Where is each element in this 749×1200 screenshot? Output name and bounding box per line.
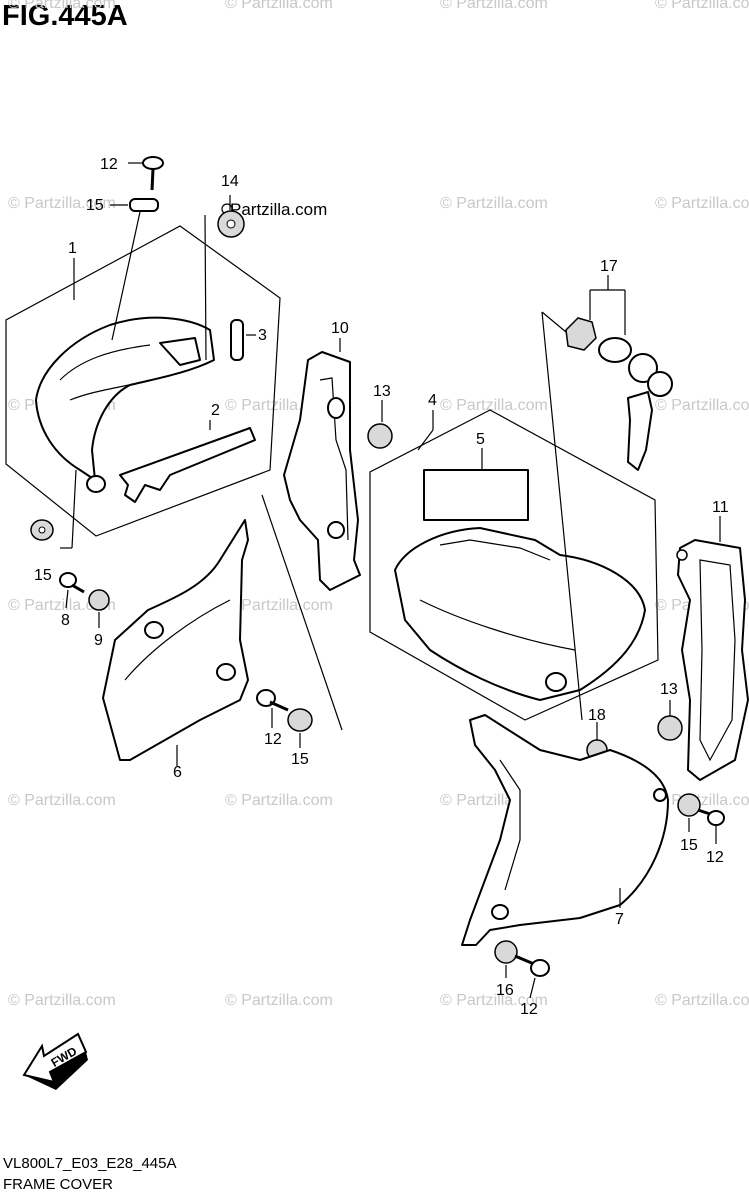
part-4-right-cover — [394, 527, 646, 701]
callout: 12 — [100, 156, 118, 173]
callout: 17 — [600, 258, 618, 275]
watermark: © Partzilla.com — [440, 397, 548, 414]
part-8-bolt — [59, 572, 77, 588]
watermark: © Partzilla.com — [225, 992, 333, 1009]
watermark: © Partzilla.com — [655, 195, 749, 212]
callout: 18 — [588, 707, 606, 724]
watermark: © Partzilla.com — [225, 597, 333, 614]
brand-text: Partzilla.com — [230, 200, 327, 219]
part-17-key-lock — [565, 275, 673, 471]
watermark: © Partzilla.com — [8, 792, 116, 809]
hex-group-right — [369, 409, 659, 721]
hex-group-left — [5, 225, 281, 537]
callout: 12 — [520, 1001, 538, 1018]
callout: 11 — [712, 499, 729, 516]
part-12-screw — [707, 810, 725, 826]
part-10-bracket — [283, 351, 361, 591]
part-13-grommet — [657, 715, 683, 741]
part-12-screw — [530, 959, 550, 977]
callout: 16 — [496, 982, 514, 999]
watermark: © Partzilla.com — [8, 195, 116, 212]
callout: 13 — [660, 681, 678, 698]
watermark: © Partzilla.com — [225, 792, 333, 809]
watermark: © Partzilla.com — [655, 0, 749, 12]
watermark: © Partzilla.com — [655, 397, 749, 414]
callout-labels: 12 15 14 1 3 2 10 13 17 4 5 15 8 9 6 12 … — [34, 156, 729, 1018]
callout: 9 — [94, 632, 103, 649]
part-5-label — [423, 469, 529, 521]
part-12-screw — [142, 156, 164, 170]
watermark: © Partzilla.com — [440, 195, 548, 212]
part-7-lower-cover — [461, 714, 669, 946]
watermark: © Partzilla.com — [225, 0, 333, 12]
watermark: © Partzilla.com — [440, 992, 548, 1009]
part-1-left-cover — [35, 316, 215, 481]
callout: 15 — [680, 837, 698, 854]
part-15-grommet — [287, 708, 313, 732]
watermark: © Partzilla.com — [8, 0, 116, 12]
callout: 15 — [86, 197, 104, 214]
part-2-plate — [119, 427, 256, 503]
callout: 12 — [706, 849, 724, 866]
callout: 3 — [258, 327, 267, 344]
watermark: © Partzilla.com — [655, 992, 749, 1009]
part-15-grommet — [129, 198, 159, 212]
part-16-grommet — [494, 940, 518, 964]
callout: 5 — [476, 431, 485, 448]
watermark: © Partzilla.com — [440, 0, 548, 12]
figure-code: VL800L7_E03_E28_445A — [3, 1155, 177, 1172]
callout: 13 — [373, 383, 391, 400]
callout: 4 — [428, 392, 437, 409]
callout: 6 — [173, 764, 182, 781]
figure-title: FIG.445A — [2, 0, 128, 32]
callout: 8 — [61, 612, 70, 629]
part-6-lower-cover — [102, 519, 249, 761]
callout: 2 — [211, 402, 220, 419]
part-3-pin — [230, 319, 244, 361]
hex-outline — [5, 225, 281, 537]
part-13-grommet — [367, 423, 393, 449]
callout: 10 — [331, 320, 349, 337]
callout: 12 — [264, 731, 282, 748]
part-15-grommet — [677, 793, 701, 817]
part-9-grommet — [88, 589, 110, 611]
hex-outline — [369, 409, 659, 721]
callout: 15 — [291, 751, 309, 768]
part-11-bracket — [677, 539, 749, 781]
callout: 14 — [221, 173, 239, 190]
watermark: © Partzilla.com — [655, 792, 749, 809]
watermark-layer: © Partzilla.com © Partzilla.com © Partzi… — [8, 0, 749, 1009]
watermark: © Partzilla.com — [8, 992, 116, 1009]
callout: 15 — [34, 567, 52, 584]
callout: 1 — [68, 240, 77, 257]
callout: 7 — [615, 911, 624, 928]
fwd-arrow-icon: FWD — [22, 1032, 88, 1090]
figure-name: FRAME COVER — [3, 1176, 114, 1193]
